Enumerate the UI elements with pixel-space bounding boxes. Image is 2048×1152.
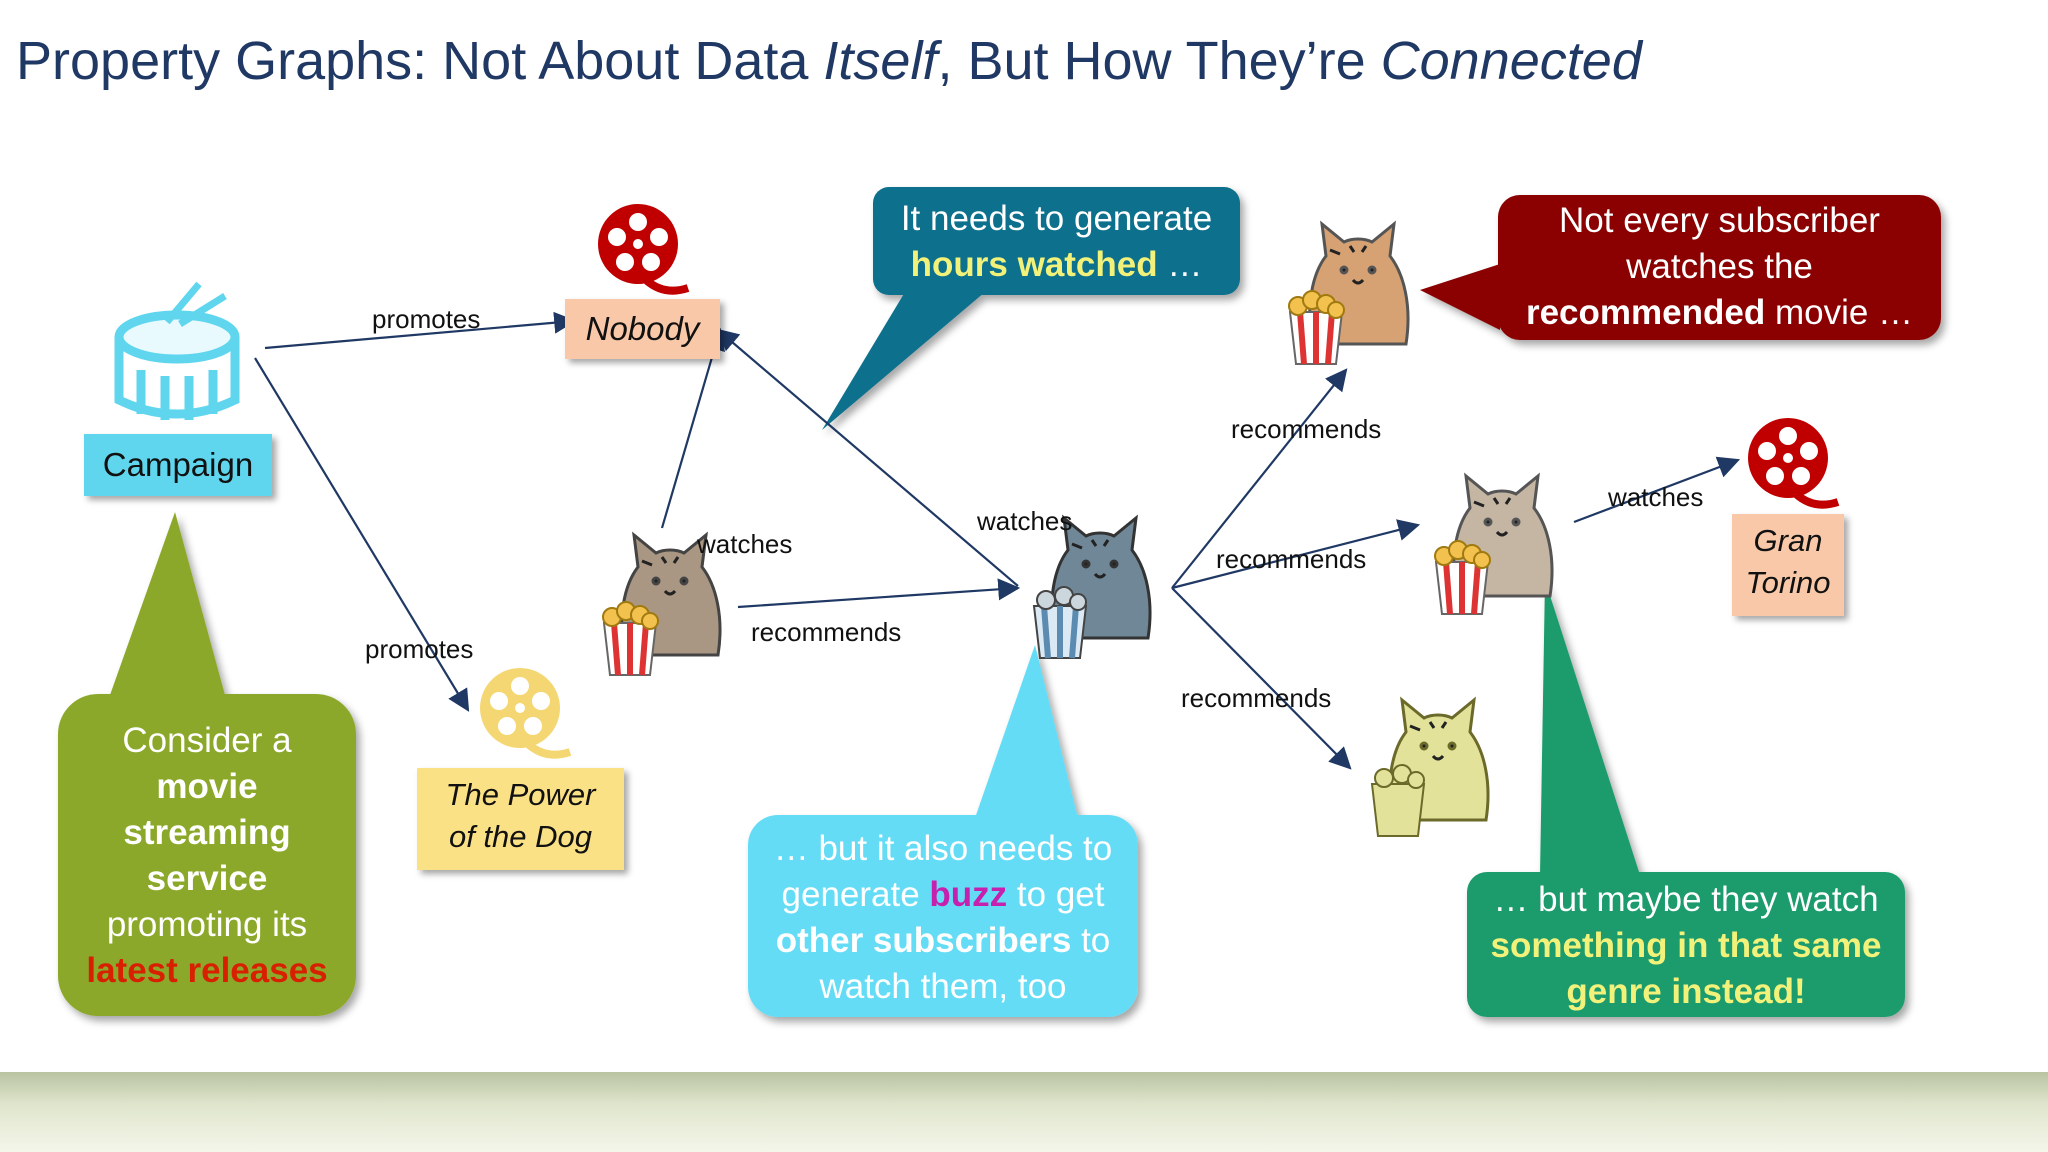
edge-recommends-left — [737, 578, 1021, 609]
edges — [254, 311, 1741, 770]
callout-suffix: movie … — [1765, 293, 1914, 332]
movie-label-the-power-of-the-dog: The Power of the Dog — [417, 768, 624, 870]
movie-title-line1: Gran — [1753, 523, 1823, 558]
edge-watches-gran-torino — [1573, 456, 1741, 524]
campaign-label: Campaign — [84, 434, 272, 496]
edge-label-recommends: recommends — [1181, 683, 1332, 713]
callout-highlight: hours watched — [910, 245, 1158, 284]
edge-label-watches: watches — [977, 506, 1073, 536]
callout-not-every-text: Not every subscriber watches the recomme… — [1498, 198, 1941, 336]
callout-highlight: latest releases — [86, 951, 328, 990]
callout-highlight: genre instead! — [1566, 972, 1806, 1011]
callout-genre — [1467, 580, 1905, 1017]
edge-label-promotes: promotes — [372, 304, 481, 334]
callout-line: … but maybe they watch — [1493, 880, 1879, 919]
callout-line: watches the — [1626, 247, 1813, 286]
callout-line: other subscribers to — [748, 918, 1138, 964]
film-reel-icon — [480, 668, 570, 755]
edge-label-watches: watches — [697, 529, 793, 559]
movie-title-line2: Torino — [1745, 565, 1831, 600]
callout-highlight: buzz — [929, 875, 1008, 914]
callout-buzz-text: … but it also needs to generate buzz to … — [748, 826, 1138, 1010]
callout-line-bold: streaming — [123, 813, 291, 852]
movie-title-line1: The Power — [445, 777, 596, 812]
callout-prefix: generate — [781, 875, 930, 914]
film-reel-icon — [1748, 418, 1838, 505]
cat-with-popcorn-icon — [1370, 698, 1490, 837]
callout-campaign — [58, 512, 356, 1016]
callout-line: watch them, too — [819, 967, 1067, 1006]
movie-title-line2: of the Dog — [448, 819, 593, 854]
callout-not-every — [1420, 195, 1941, 340]
callout-line: promoting its — [106, 905, 308, 944]
callout-highlight: something in that same — [1490, 926, 1882, 965]
callout-line: hours watched … — [873, 242, 1240, 288]
movie-label-nobody: Nobody — [565, 299, 720, 359]
edge-campaign-promotes-nobody — [264, 311, 577, 350]
edge-campaign-promotes-dog — [254, 357, 470, 712]
callout-suffix: to — [1071, 921, 1111, 960]
page-title: Property Graphs: Not About Data Itself, … — [16, 30, 1642, 92]
callout-hours-text: It needs to generate hours watched … — [873, 196, 1240, 288]
edge-watches-nobody-left — [660, 327, 725, 529]
edge-recommends-bottom — [1171, 587, 1352, 770]
callout-campaign-text: Consider a movie streaming service promo… — [58, 718, 356, 994]
cat-with-popcorn-icon — [1032, 516, 1152, 659]
edge-label-recommends: recommends — [1231, 414, 1382, 444]
callout-line: … but it also needs to — [773, 829, 1113, 868]
edge-watches-nobody-center — [716, 328, 1019, 587]
edge-label-promotes: promotes — [365, 634, 474, 664]
cat-with-popcorn-icon — [1435, 474, 1554, 614]
callout-highlight: other subscribers — [775, 921, 1072, 960]
edge-label-recommends: recommends — [751, 617, 902, 647]
film-reel-icon — [598, 204, 688, 291]
drum-icon — [114, 281, 240, 420]
callout-buzz — [748, 645, 1138, 1017]
title-itself: Itself — [823, 31, 938, 91]
callout-line: recommended movie … — [1498, 290, 1941, 336]
title-part1: Property Graphs: Not About Data — [16, 31, 824, 91]
callout-genre-text: … but maybe they watch something in that… — [1467, 877, 1905, 1015]
callout-line: Not every subscriber — [1559, 201, 1880, 240]
callout-hours — [822, 187, 1240, 430]
callout-suffix: to get — [1007, 875, 1105, 914]
callout-highlight: recommended — [1525, 293, 1766, 332]
cat-with-popcorn-icon — [1289, 222, 1410, 364]
callout-line: It needs to generate — [900, 199, 1213, 238]
callout-line-bold: movie — [156, 767, 258, 806]
callout-line: Consider a — [122, 721, 292, 760]
callout-suffix: … — [1157, 245, 1203, 284]
callout-line: generate buzz to get — [748, 872, 1138, 918]
edge-label-watches: watches — [1608, 482, 1704, 512]
edge-recommends-mid — [1171, 519, 1421, 590]
title-part2: , But How They’re — [937, 31, 1381, 91]
edge-label-recommends: recommends — [1216, 544, 1367, 574]
callout-line-bold: service — [146, 859, 268, 898]
movie-label-gran-torino: Gran Torino — [1732, 514, 1844, 616]
footer-band — [0, 1072, 2048, 1152]
edge-recommends-top — [1171, 368, 1348, 589]
title-connected: Connected — [1380, 31, 1642, 91]
